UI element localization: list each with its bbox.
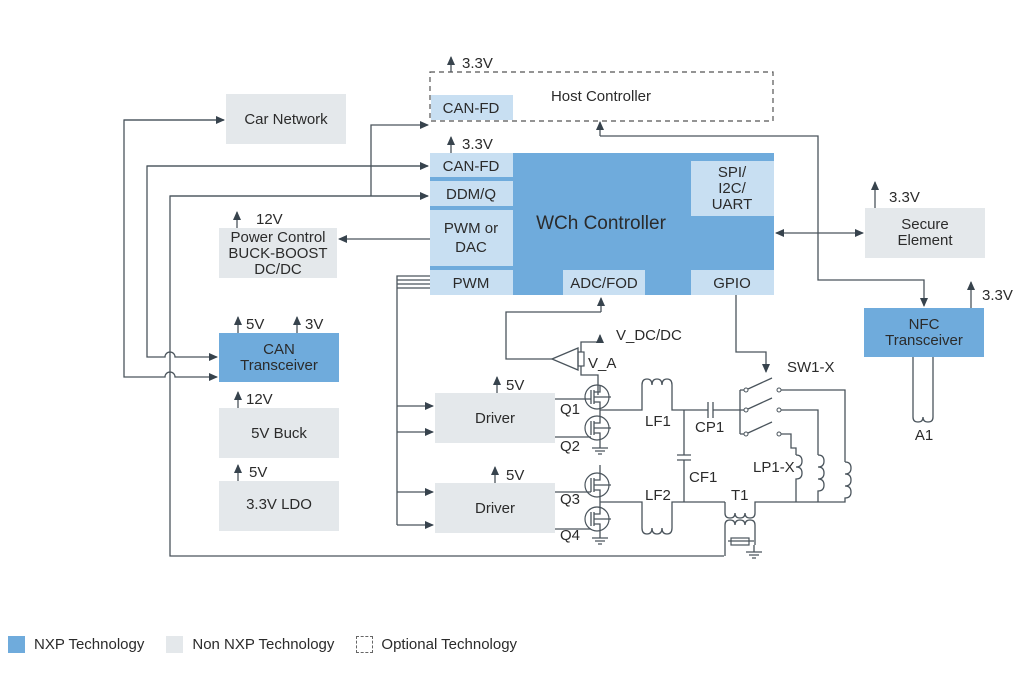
connections [123,116,928,557]
driver-1-supply: 5V [506,377,524,394]
inductor-lf2-icon [600,501,725,535]
transformer-t1-icon [724,501,795,556]
capacitor-cp1-icon [707,402,740,418]
ldo-block: 3.3V LDO 5V [219,464,339,531]
buck-label: 5V Buck [251,425,307,442]
t1-label: T1 [731,487,749,504]
nfc-label-2: Transceiver [885,332,963,349]
q4-label: Q4 [560,527,580,544]
can-label-1: CAN [263,341,295,358]
secure-supply: 3.3V [889,189,920,206]
component-labels: Q1 Q2 Q3 Q4 LF1 LF2 CP1 CF1 T1 SW1-X LP1… [560,327,835,544]
legend-non-nxp-label: Non NXP Technology [192,636,335,653]
lf1-label: LF1 [645,413,671,430]
wch-controller-label: WCh Controller [536,213,667,234]
wch-pwm-dac-label-2: DAC [455,239,487,256]
mosfet-q1-icon [555,384,611,410]
nfc-transceiver-block: NFC Transceiver 3.3V A1 [864,281,1013,444]
coil-lp1-icon [795,454,852,503]
driver-2-block: Driver 5V [435,466,555,533]
wch-adc-label: ADC/FOD [570,275,638,292]
cf1-label: CF1 [689,469,717,486]
host-canfd-label: CAN-FD [443,100,500,117]
wch-uart-label: UART [712,196,753,213]
lp1-label: LP1-X [753,459,795,476]
secure-label-1: Secure [901,216,949,233]
power-supply-label: 12V [256,211,283,228]
power-label-1: Power Control [230,229,325,246]
driver-1-label: Driver [475,410,515,427]
buck-supply: 12V [246,391,273,408]
q2-label: Q2 [560,438,580,455]
wch-spi-label: SPI/ [718,164,747,181]
q1-label: Q1 [560,401,580,418]
legend-optional: Optional Technology [356,636,517,653]
driver-1-block: Driver 5V [435,376,555,443]
power-label-3: DC/DC [254,261,302,278]
wch-ddmq-label: DDM/Q [446,186,496,203]
legend-optional-label: Optional Technology [381,636,518,653]
antenna-label: A1 [915,427,933,444]
can-transceiver-block: CAN Transceiver 5V 3V [219,316,339,382]
nfc-supply: 3.3V [982,287,1013,304]
host-supply-label: 3.3V [462,55,493,72]
wch-i2c-label: I2C/ [718,180,746,197]
v-dcdc-label: V_DC/DC [616,327,682,344]
switch-sw1-icon [739,377,846,462]
antenna-icon [912,357,934,423]
wch-supply-label: 3.3V [462,136,493,153]
secure-label-2: Element [897,232,953,249]
legend-nxp: NXP Technology [8,636,144,653]
can-supply-a: 5V [246,316,264,333]
ldo-label: 3.3V LDO [246,496,312,513]
power-label-2: BUCK-BOOST [228,245,327,262]
non-nxp-swatch-icon [166,636,184,653]
optional-swatch-icon [356,636,374,653]
driver-2-label: Driver [475,500,515,517]
legend: NXP Technology Non NXP Technology Option… [8,636,539,653]
v-a-label: V_A [588,355,616,372]
q3-label: Q3 [560,491,580,508]
buck-block: 5V Buck 12V [219,391,339,458]
lf2-label: LF2 [645,487,671,504]
can-label-2: Transceiver [240,357,318,374]
power-control-block: Power Control BUCK-BOOST DC/DC 12V [219,211,337,278]
legend-nxp-label: NXP Technology [34,636,145,653]
mosfet-q4-icon [555,502,611,545]
sw1-label: SW1-X [787,359,835,376]
car-network-block: Car Network [226,94,346,144]
mosfet-q3-icon [555,465,611,502]
car-network-label: Car Network [244,111,328,128]
host-controller-block: CAN-FD Host Controller 3.3V [429,55,774,122]
nxp-swatch-icon [8,636,25,653]
nfc-label-1: NFC [909,316,940,333]
cp1-label: CP1 [695,419,724,436]
wch-controller-block: CAN-FD DDM/Q PWM or DAC PWM ADC/FOD GPIO… [430,136,774,295]
driver-2-supply: 5V [506,467,524,484]
wch-pwm-dac-label: PWM or [444,220,498,237]
wch-gpio-label: GPIO [713,275,751,292]
secure-element-block: Secure Element 3.3V [865,181,985,258]
mosfet-q2-icon [555,410,611,455]
wch-pwm-label: PWM [453,275,490,292]
legend-non-nxp: Non NXP Technology [166,636,334,653]
ldo-supply: 5V [249,464,267,481]
host-canfd-block [431,95,513,120]
wch-canfd-label: CAN-FD [443,158,500,175]
host-controller-label: Host Controller [551,88,651,105]
can-supply-b: 3V [305,316,323,333]
filter-network [600,378,795,559]
capacitor-cf1-icon [677,410,691,502]
inductor-lf1-icon [600,378,708,411]
